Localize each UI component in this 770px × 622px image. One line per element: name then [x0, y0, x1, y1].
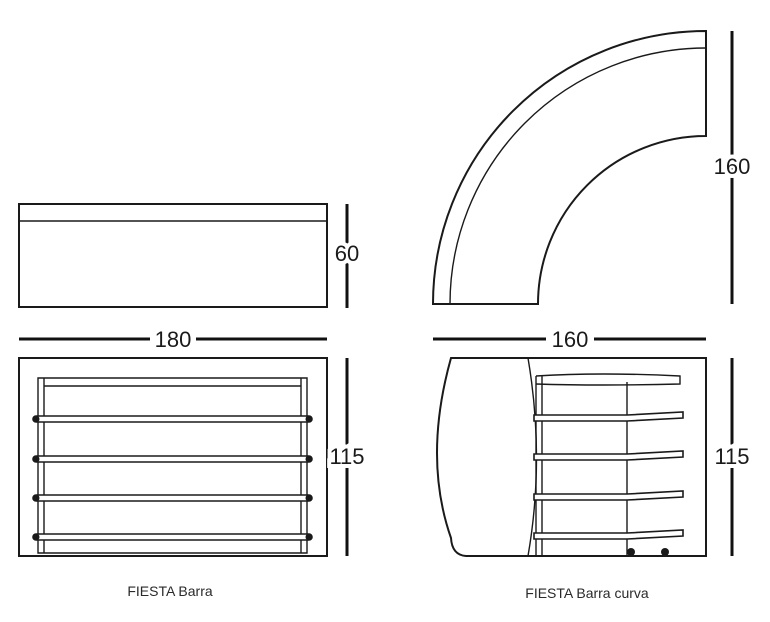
curva-shelf-rail	[533, 411, 684, 422]
barra-rail-end	[305, 533, 313, 541]
curva-foot	[627, 548, 635, 556]
barra-rail-end	[305, 494, 313, 502]
barra-rail-end	[32, 415, 40, 423]
curva-front-top-shelf	[535, 373, 681, 386]
curva-height-dimension: 115	[710, 358, 754, 556]
barra-front-inner-frame	[37, 377, 308, 554]
curva-top-edge-line	[449, 47, 707, 305]
barra-shelf-rail	[32, 415, 313, 423]
curva-caption: FIESTA Barra curva	[525, 585, 649, 601]
curva-top-size-label: 160	[714, 154, 751, 179]
fiesta-barra-curva-top-view	[431, 29, 707, 305]
curva-width-label: 160	[552, 327, 589, 352]
barra-rail-end	[305, 415, 313, 423]
fiesta-barra-front-view	[18, 357, 328, 557]
barra-front-outline	[18, 357, 328, 557]
barra-rail-end	[32, 533, 40, 541]
barra-depth-dimension: 60	[331, 204, 363, 308]
barra-height-dimension: 115	[325, 358, 369, 556]
curva-front-outline	[436, 357, 707, 557]
curva-shelf-rail	[533, 450, 684, 461]
barra-shelf-rail	[32, 455, 313, 463]
curva-height-label: 115	[714, 444, 749, 469]
barra-shelf-rail	[32, 533, 313, 541]
curva-shelf-rail	[533, 529, 684, 540]
fiesta-barra-curva-front-view	[436, 357, 707, 557]
curva-top-size-dimension: 160	[710, 31, 754, 304]
curva-top-outline	[431, 29, 707, 305]
barra-shelf-rail	[32, 494, 313, 502]
barra-depth-label: 60	[335, 241, 359, 266]
curva-width-dimension: 160	[433, 327, 706, 352]
barra-rail-end	[305, 455, 313, 463]
barra-height-label: 115	[329, 444, 364, 469]
barra-width-label: 180	[155, 327, 192, 352]
curva-shelf-rail	[533, 490, 684, 501]
barra-rail-end	[32, 455, 40, 463]
barra-rail-end	[32, 494, 40, 502]
barra-top-outline	[18, 203, 328, 308]
barra-width-dimension: 180	[19, 327, 327, 352]
curva-foot	[661, 548, 669, 556]
barra-caption: FIESTA Barra	[127, 583, 213, 599]
fiesta-barra-top-view	[18, 203, 328, 308]
